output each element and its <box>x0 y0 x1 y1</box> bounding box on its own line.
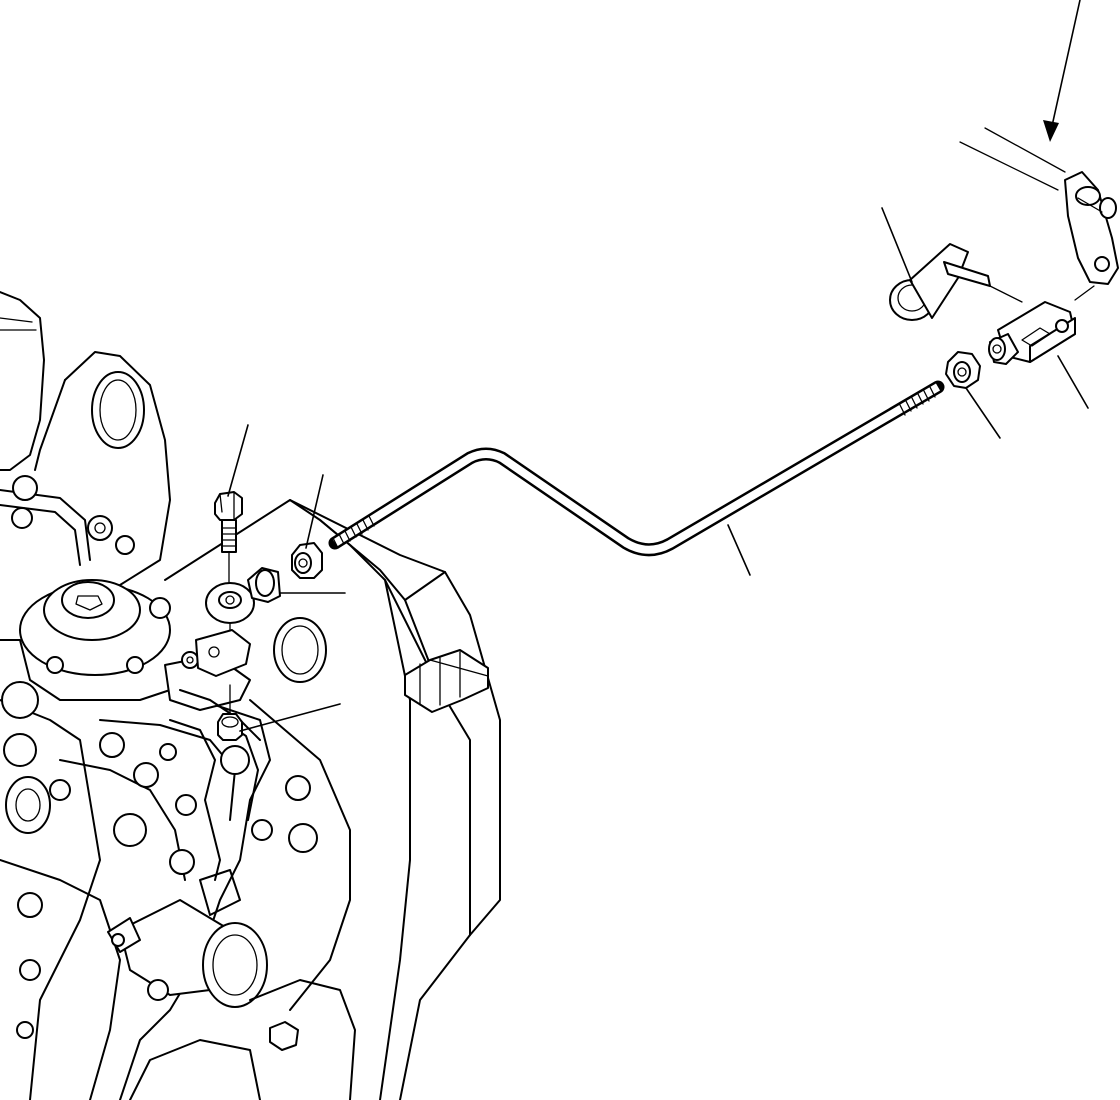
ball-joint <box>195 567 281 677</box>
lock-nut <box>217 684 243 741</box>
spring-clip <box>889 243 1023 321</box>
leader-lock-nut <box>239 703 341 732</box>
leader-clip <box>881 207 913 283</box>
rod-nut-right <box>945 351 981 389</box>
view-arrow <box>1049 0 1081 136</box>
leader-bolt <box>227 424 249 497</box>
control-rod <box>328 380 945 557</box>
leader-nut-left <box>305 474 324 549</box>
pivot-lever <box>959 127 1119 301</box>
rod-end-clevis <box>988 301 1076 365</box>
rod-nut-left <box>291 542 323 579</box>
injection-pump <box>0 291 271 1100</box>
leader-lines <box>227 0 1089 732</box>
leader-rod <box>727 524 751 576</box>
bolt <box>214 491 243 586</box>
leader-clevis <box>1057 355 1089 409</box>
leader-nut-right <box>965 387 1001 439</box>
gear-case <box>129 499 501 1100</box>
